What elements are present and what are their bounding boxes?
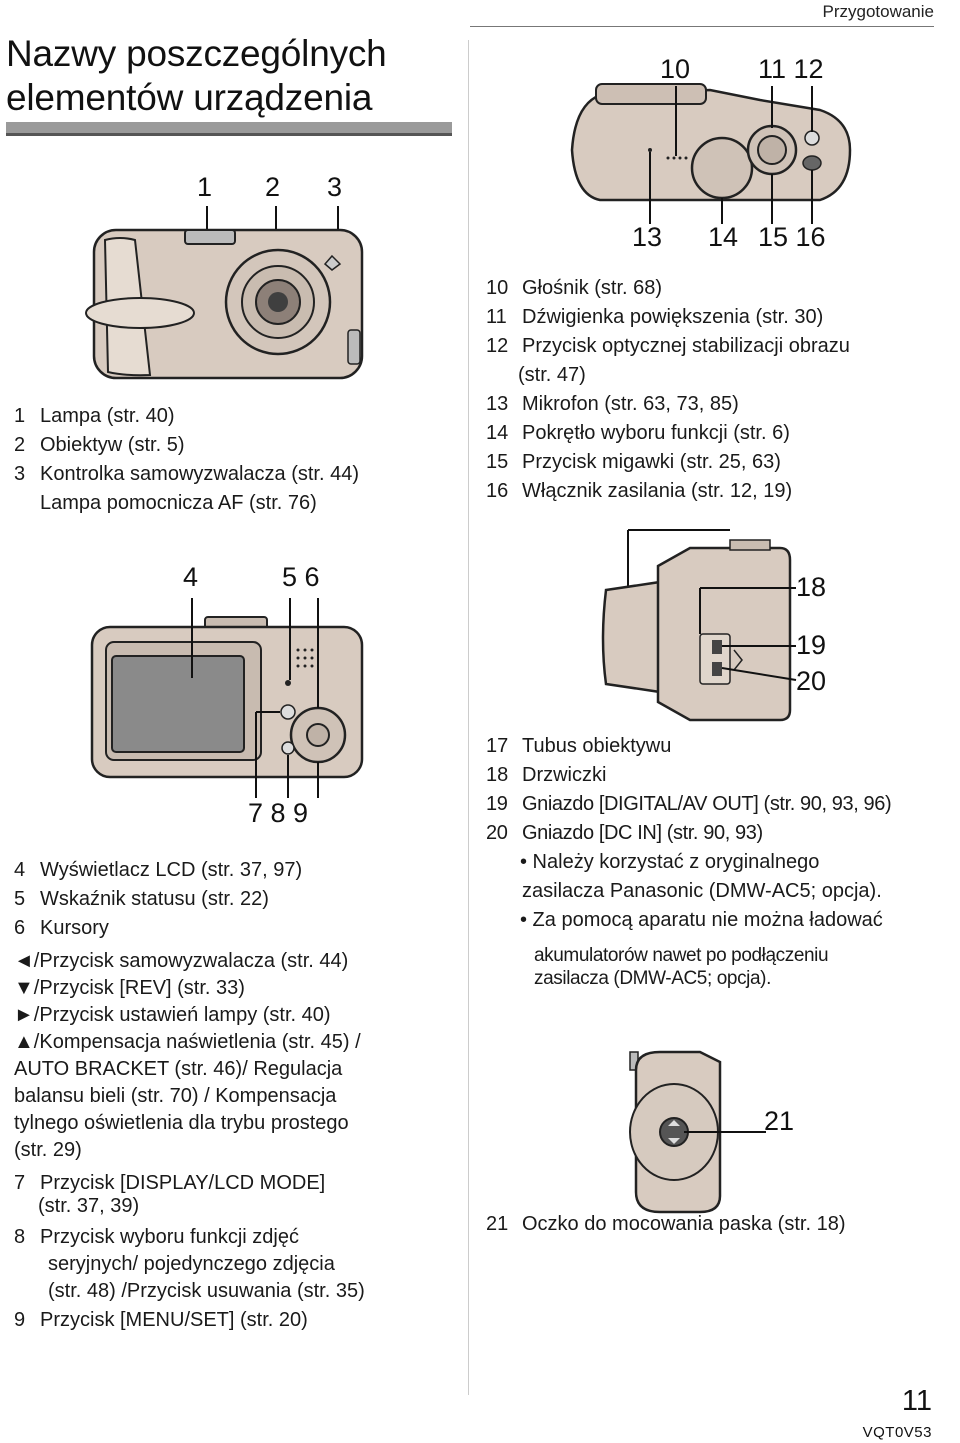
callout-3: 3 <box>327 172 343 202</box>
title-line-1: Nazwy poszczególnych <box>6 33 387 74</box>
callout-11-12: 11 12 <box>758 54 824 84</box>
callout-20: 20 <box>796 666 827 696</box>
list-item: (str. 47) <box>518 364 586 386</box>
list-item: ▼/Przycisk [REV] (str. 33) <box>14 977 245 999</box>
list-item: (str. 37, 39) <box>38 1195 140 1217</box>
note-line: • Należy korzystać z oryginalnego <box>520 851 820 873</box>
callout-19: 19 <box>796 630 827 660</box>
callout-18: 18 <box>796 572 827 602</box>
callout-14: 14 <box>708 222 739 252</box>
callout-7-8-9: 7 8 9 <box>248 798 309 828</box>
page-title: Nazwy poszczególnych elementów urządzeni… <box>6 32 387 120</box>
title-line-2: elementów urządzenia <box>6 77 373 118</box>
list-item: tylnego oświetlenia dla trybu prostego <box>14 1112 349 1134</box>
note-line: • Za pomocą aparatu nie można ładować <box>520 909 883 931</box>
title-underline <box>6 122 452 136</box>
model-code: VQT0V53 <box>862 1424 932 1441</box>
page-number: 11 <box>901 1385 932 1417</box>
column-divider <box>468 40 469 1395</box>
callout-4: 4 <box>183 562 199 592</box>
list-item: balansu bieli (str. 70) / Kompensacja <box>14 1085 337 1107</box>
list-item: ▲/Kompensacja naświetlenia (str. 45) / <box>14 1031 361 1053</box>
callout-1: 1 <box>197 172 213 202</box>
note-line: zasilacza Panasonic (DMW-AC5; opcja). <box>522 880 882 902</box>
callout-10: 10 <box>660 54 691 84</box>
list-item: (str. 48) /Przycisk usuwania (str. 35) <box>48 1280 365 1302</box>
list-item: ►/Przycisk ustawień lampy (str. 40) <box>14 1004 331 1026</box>
list-item: AUTO BRACKET (str. 46)/ Regulacja <box>14 1058 343 1080</box>
callout-2: 2 <box>265 172 281 202</box>
section-header: Przygotowanie <box>822 2 934 21</box>
note-line: akumulatorów nawet po podłączeniu <box>534 945 829 966</box>
list-item: (str. 29) <box>14 1139 82 1161</box>
header-rule <box>470 26 934 27</box>
list-item: seryjnych/ pojedynczego zdjęcia <box>48 1253 335 1275</box>
list-item: Lampa pomocnicza AF (str. 76) <box>40 492 317 514</box>
callout-13: 13 <box>632 222 663 252</box>
callout-15-16: 15 16 <box>758 222 826 252</box>
list-item: ◄/Przycisk samowyzwalacza (str. 44) <box>14 950 349 972</box>
callout-5-6: 5 6 <box>282 562 320 592</box>
callout-21: 21 <box>764 1106 795 1136</box>
note-line: zasilacza (DMW-AC5; opcja). <box>534 968 771 989</box>
